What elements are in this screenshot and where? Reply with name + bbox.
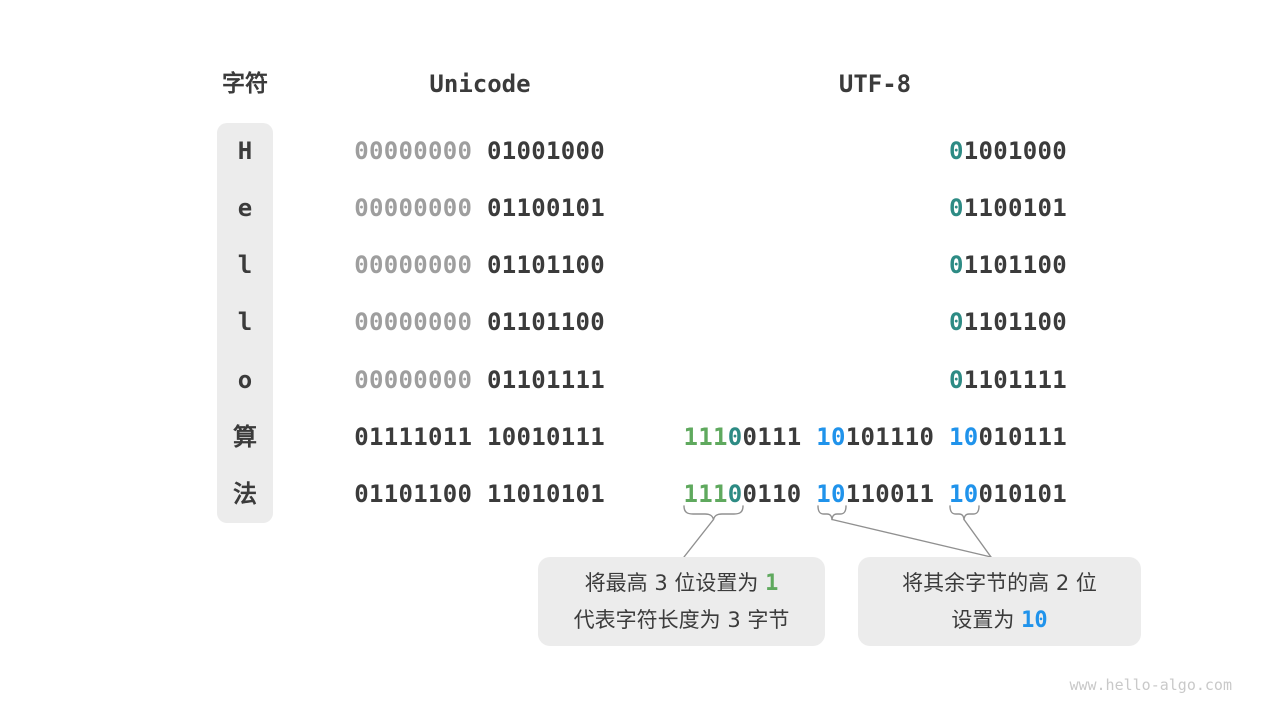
bit-segment: 将其余字节的高 2 位 bbox=[902, 570, 1097, 595]
connector-line-byte2-to-right-callout bbox=[831, 518, 992, 558]
utf8-value: 01001000 bbox=[949, 123, 1067, 180]
column-header-character: 字符 bbox=[222, 71, 268, 97]
bit-segment: 10 bbox=[949, 479, 979, 508]
bit-segment: 01101100 bbox=[487, 251, 605, 280]
callout-text-line: 将其余字节的高 2 位 bbox=[902, 565, 1097, 602]
bit-segment: 00000000 bbox=[354, 194, 487, 223]
bit-segment: 110011 bbox=[845, 479, 949, 508]
bit-segment: 111 bbox=[683, 422, 728, 451]
utf8-value: 11100110 10110011 10010101 bbox=[684, 466, 1068, 523]
bit-segment: 代表字符长度为 3 字节 bbox=[573, 607, 790, 632]
bit-segment: 0111 bbox=[742, 422, 817, 451]
connector-line-byte3-to-right-callout bbox=[963, 518, 992, 558]
website-watermark: www.hello-algo.com bbox=[1069, 676, 1232, 694]
bit-segment: 01101100 11010101 bbox=[354, 479, 605, 508]
character-cell: l bbox=[237, 308, 253, 337]
bit-segment: 101110 bbox=[845, 422, 949, 451]
unicode-value: 01111011 10010111 bbox=[354, 409, 605, 466]
character-cell: H bbox=[237, 137, 253, 165]
bit-segment: 01100101 bbox=[487, 194, 605, 223]
bit-segment: 10 bbox=[816, 479, 846, 508]
unicode-value: 00000000 01101100 bbox=[354, 294, 605, 351]
character-cell: e bbox=[237, 194, 253, 223]
bit-segment: 01111011 10010111 bbox=[354, 422, 605, 451]
bit-segment: 设置为 bbox=[951, 607, 1022, 632]
callout-high-bits: 将最高 3 位设置为 1 代表字符长度为 3 字节 bbox=[538, 557, 825, 646]
bit-segment: 1101100 bbox=[963, 251, 1067, 280]
bit-segment: 010101 bbox=[978, 479, 1067, 508]
bit-segment: 010111 bbox=[978, 422, 1067, 451]
character-cell: 算 bbox=[233, 422, 257, 451]
bit-segment: 10 bbox=[949, 422, 979, 451]
character-cell: l bbox=[237, 251, 253, 280]
bit-segment: 111 bbox=[683, 479, 728, 508]
utf8-value: 01101111 bbox=[949, 352, 1067, 409]
unicode-value: 00000000 01100101 bbox=[354, 180, 605, 237]
callout-text-line: 将最高 3 位设置为 1 bbox=[585, 565, 779, 602]
bit-segment: 00000000 bbox=[354, 251, 487, 280]
bit-segment: 0 bbox=[949, 194, 964, 223]
bit-segment: 1101100 bbox=[963, 308, 1067, 337]
callout-text-line: 代表字符长度为 3 字节 bbox=[574, 602, 790, 639]
bit-segment: 将最高 3 位设置为 bbox=[584, 570, 766, 595]
character-column-background bbox=[217, 123, 273, 523]
unicode-value: 00000000 01101100 bbox=[354, 237, 605, 294]
bit-segment: 0 bbox=[949, 308, 964, 337]
utf8-value: 01101100 bbox=[949, 294, 1067, 351]
bit-segment: 00000000 bbox=[354, 308, 487, 337]
bit-segment: 01001000 bbox=[487, 137, 605, 165]
bit-segment: 1001000 bbox=[963, 137, 1067, 165]
unicode-value: 00000000 01001000 bbox=[354, 123, 605, 180]
connector-line-to-left-callout bbox=[683, 518, 715, 558]
bit-segment: 0 bbox=[949, 137, 964, 165]
bit-segment: 0 bbox=[727, 422, 743, 451]
bit-segment: 1 bbox=[765, 570, 779, 596]
bit-segment: 0110 bbox=[742, 479, 817, 508]
callout-continuation-bits: 将其余字节的高 2 位设置为 10 bbox=[858, 557, 1141, 646]
bit-segment: 0 bbox=[949, 365, 964, 394]
bit-segment: 0 bbox=[727, 479, 743, 508]
bit-segment: 01101111 bbox=[487, 365, 605, 394]
column-header-unicode: Unicode bbox=[429, 70, 531, 98]
character-cell: 法 bbox=[233, 479, 257, 508]
bit-segment: 1100101 bbox=[963, 194, 1067, 223]
utf8-value: 11100111 10101110 10010111 bbox=[684, 409, 1068, 466]
bit-segment: 10 bbox=[816, 422, 846, 451]
bit-segment: 00000000 bbox=[354, 137, 487, 165]
unicode-value: 00000000 01101111 bbox=[354, 352, 605, 409]
bit-segment: 0 bbox=[949, 251, 964, 280]
character-cell: o bbox=[237, 365, 253, 394]
callout-text-line: 设置为 10 bbox=[951, 602, 1047, 639]
column-header-utf8: UTF-8 bbox=[838, 70, 912, 98]
bit-segment: 1101111 bbox=[963, 365, 1067, 394]
bit-segment: 00000000 bbox=[354, 365, 487, 394]
bit-segment: 10 bbox=[1021, 607, 1048, 633]
bit-segment: 01101100 bbox=[487, 308, 605, 337]
utf8-value: 01100101 bbox=[949, 180, 1067, 237]
utf8-value: 01101100 bbox=[949, 237, 1067, 294]
unicode-value: 01101100 11010101 bbox=[354, 466, 605, 523]
